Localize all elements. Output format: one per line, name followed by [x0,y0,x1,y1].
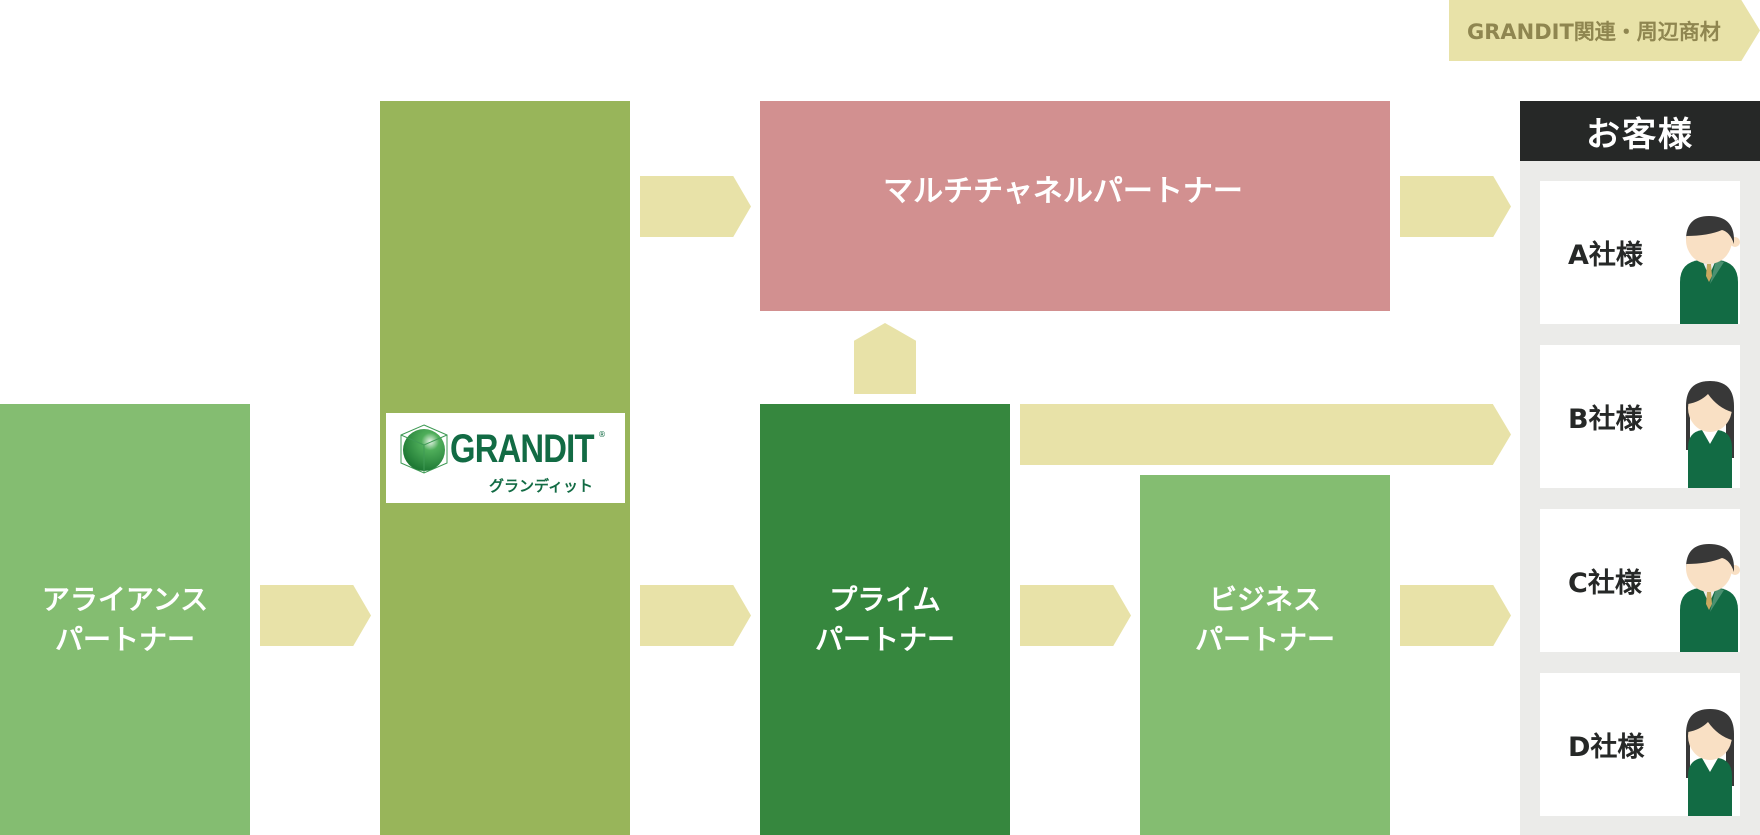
prime-partner-box: プライム パートナー [760,404,1010,835]
arrow-right-icon [1400,585,1511,646]
male-person-icon [1680,544,1740,652]
customers-panel: お客様 A社様 B社様 C社様 [1520,101,1760,835]
customer-label: D社様 [1568,732,1645,763]
customer-card-d: D社様 [1540,673,1740,816]
logo-wordmark: GRANDIT [450,427,595,471]
multichannel-partner-box: マルチチャネルパートナー [760,101,1390,311]
arrow-up-icon [854,323,916,394]
business-partner-label: ビジネス パートナー [1194,583,1335,656]
grandit-logo: GRANDIT ® グランディット [386,413,625,503]
customer-card-b: B社様 [1540,345,1740,488]
customer-label: A社様 [1568,240,1643,271]
customer-label: C社様 [1568,568,1642,599]
prime-partner-label: プライム パートナー [814,583,955,656]
logo-kana: グランディット [489,477,593,495]
customer-card-c: C社様 [1540,509,1740,652]
grandit-cube-icon [400,424,448,474]
grandit-related-products-label: GRANDIT関連・周辺商材 [1449,0,1760,61]
arrow-right-icon [640,585,751,646]
arrow-right-icon [1400,176,1511,237]
customers-header-label: お客様 [1586,114,1694,155]
alliance-partner-box: アライアンス パートナー [0,404,250,835]
customer-card-a: A社様 [1540,181,1740,324]
long-arrow-right-icon [1020,404,1511,465]
business-partner-box: ビジネス パートナー [1140,475,1390,835]
female-person-icon [1686,709,1734,816]
alliance-partner-label: アライアンス パートナー [41,583,209,656]
customers-header: お客様 [1520,101,1760,161]
male-person-icon [1680,216,1740,324]
customer-label: B社様 [1568,404,1643,435]
arrow-right-icon [1020,585,1131,646]
female-person-icon [1686,381,1734,488]
arrow-right-icon [260,585,371,646]
top-label-text: GRANDIT関連・周辺商材 [1467,19,1721,44]
arrow-right-icon [640,176,751,237]
registered-mark: ® [598,430,606,439]
multichannel-partner-label: マルチチャネルパートナー [883,174,1243,209]
